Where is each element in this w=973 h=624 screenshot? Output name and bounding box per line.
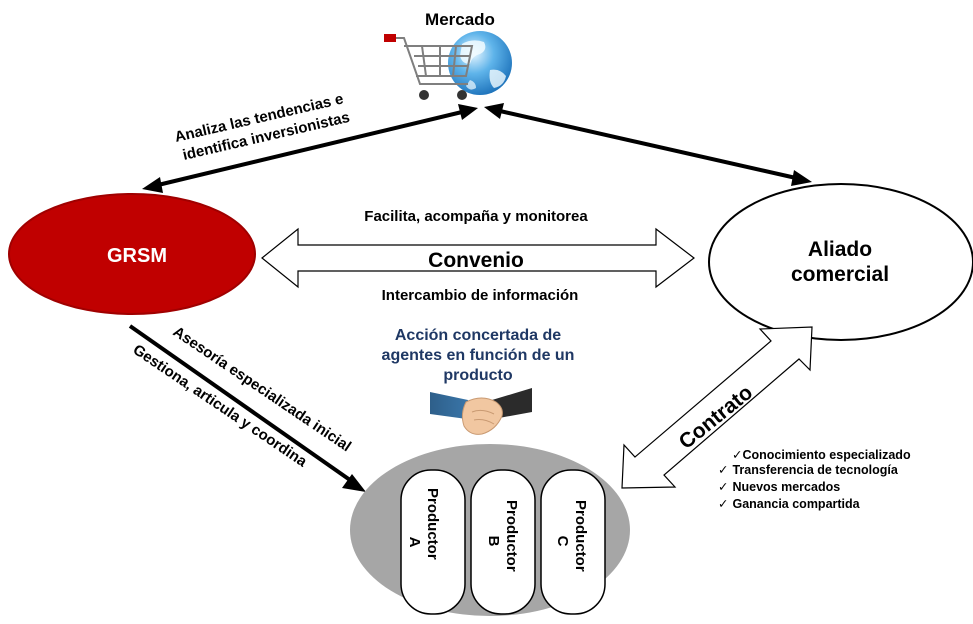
convenio-bottom-label: Intercambio de información [382, 287, 579, 304]
producer-a-word: Productor [424, 488, 441, 560]
benefits-list: ✓Conocimiento especializado ✓Transferenc… [718, 448, 911, 511]
handshake-icon [430, 388, 532, 435]
producer-b-word: Productor [503, 500, 520, 572]
market-label: Mercado [425, 10, 495, 29]
ally-label-line1: Aliado [808, 238, 872, 261]
producer-a: Productor A [400, 469, 466, 615]
concerted-action-line1: Acción concertada de [395, 327, 561, 344]
producer-b: Productor B [470, 469, 536, 615]
convenio-center-label: Convenio [428, 249, 524, 272]
producer-c: Productor C [540, 469, 606, 615]
contract-arrow [621, 326, 813, 489]
market-ally-arrow [484, 103, 812, 186]
convenio-arrow [261, 227, 695, 289]
producer-a-letter: A [406, 537, 423, 548]
grsm-label: GRSM [107, 245, 167, 267]
benefit-item-4: ✓Ganancia compartida [718, 497, 861, 511]
grsm-producers-arrow [128, 324, 366, 492]
shopping-cart-globe-icon [384, 31, 512, 100]
producer-b-letter: B [485, 536, 502, 547]
convenio-top-label: Facilita, acompaña y monitorea [364, 208, 588, 225]
ally-label-line2: comercial [791, 263, 889, 286]
benefit-item-3: ✓Nuevos mercados [718, 480, 840, 494]
benefit-item-1: ✓Conocimiento especializado [732, 448, 911, 462]
concerted-action-line3: producto [443, 367, 513, 384]
benefit-item-2: ✓Transferencia de tecnología [718, 463, 899, 477]
market-grsm-arrow [142, 104, 478, 193]
producer-c-word: Productor [572, 500, 589, 572]
grsm-node [8, 193, 256, 315]
ally-node [708, 183, 973, 341]
concerted-action-line2: agentes en función de un [382, 347, 575, 364]
producer-c-letter: C [554, 536, 571, 547]
